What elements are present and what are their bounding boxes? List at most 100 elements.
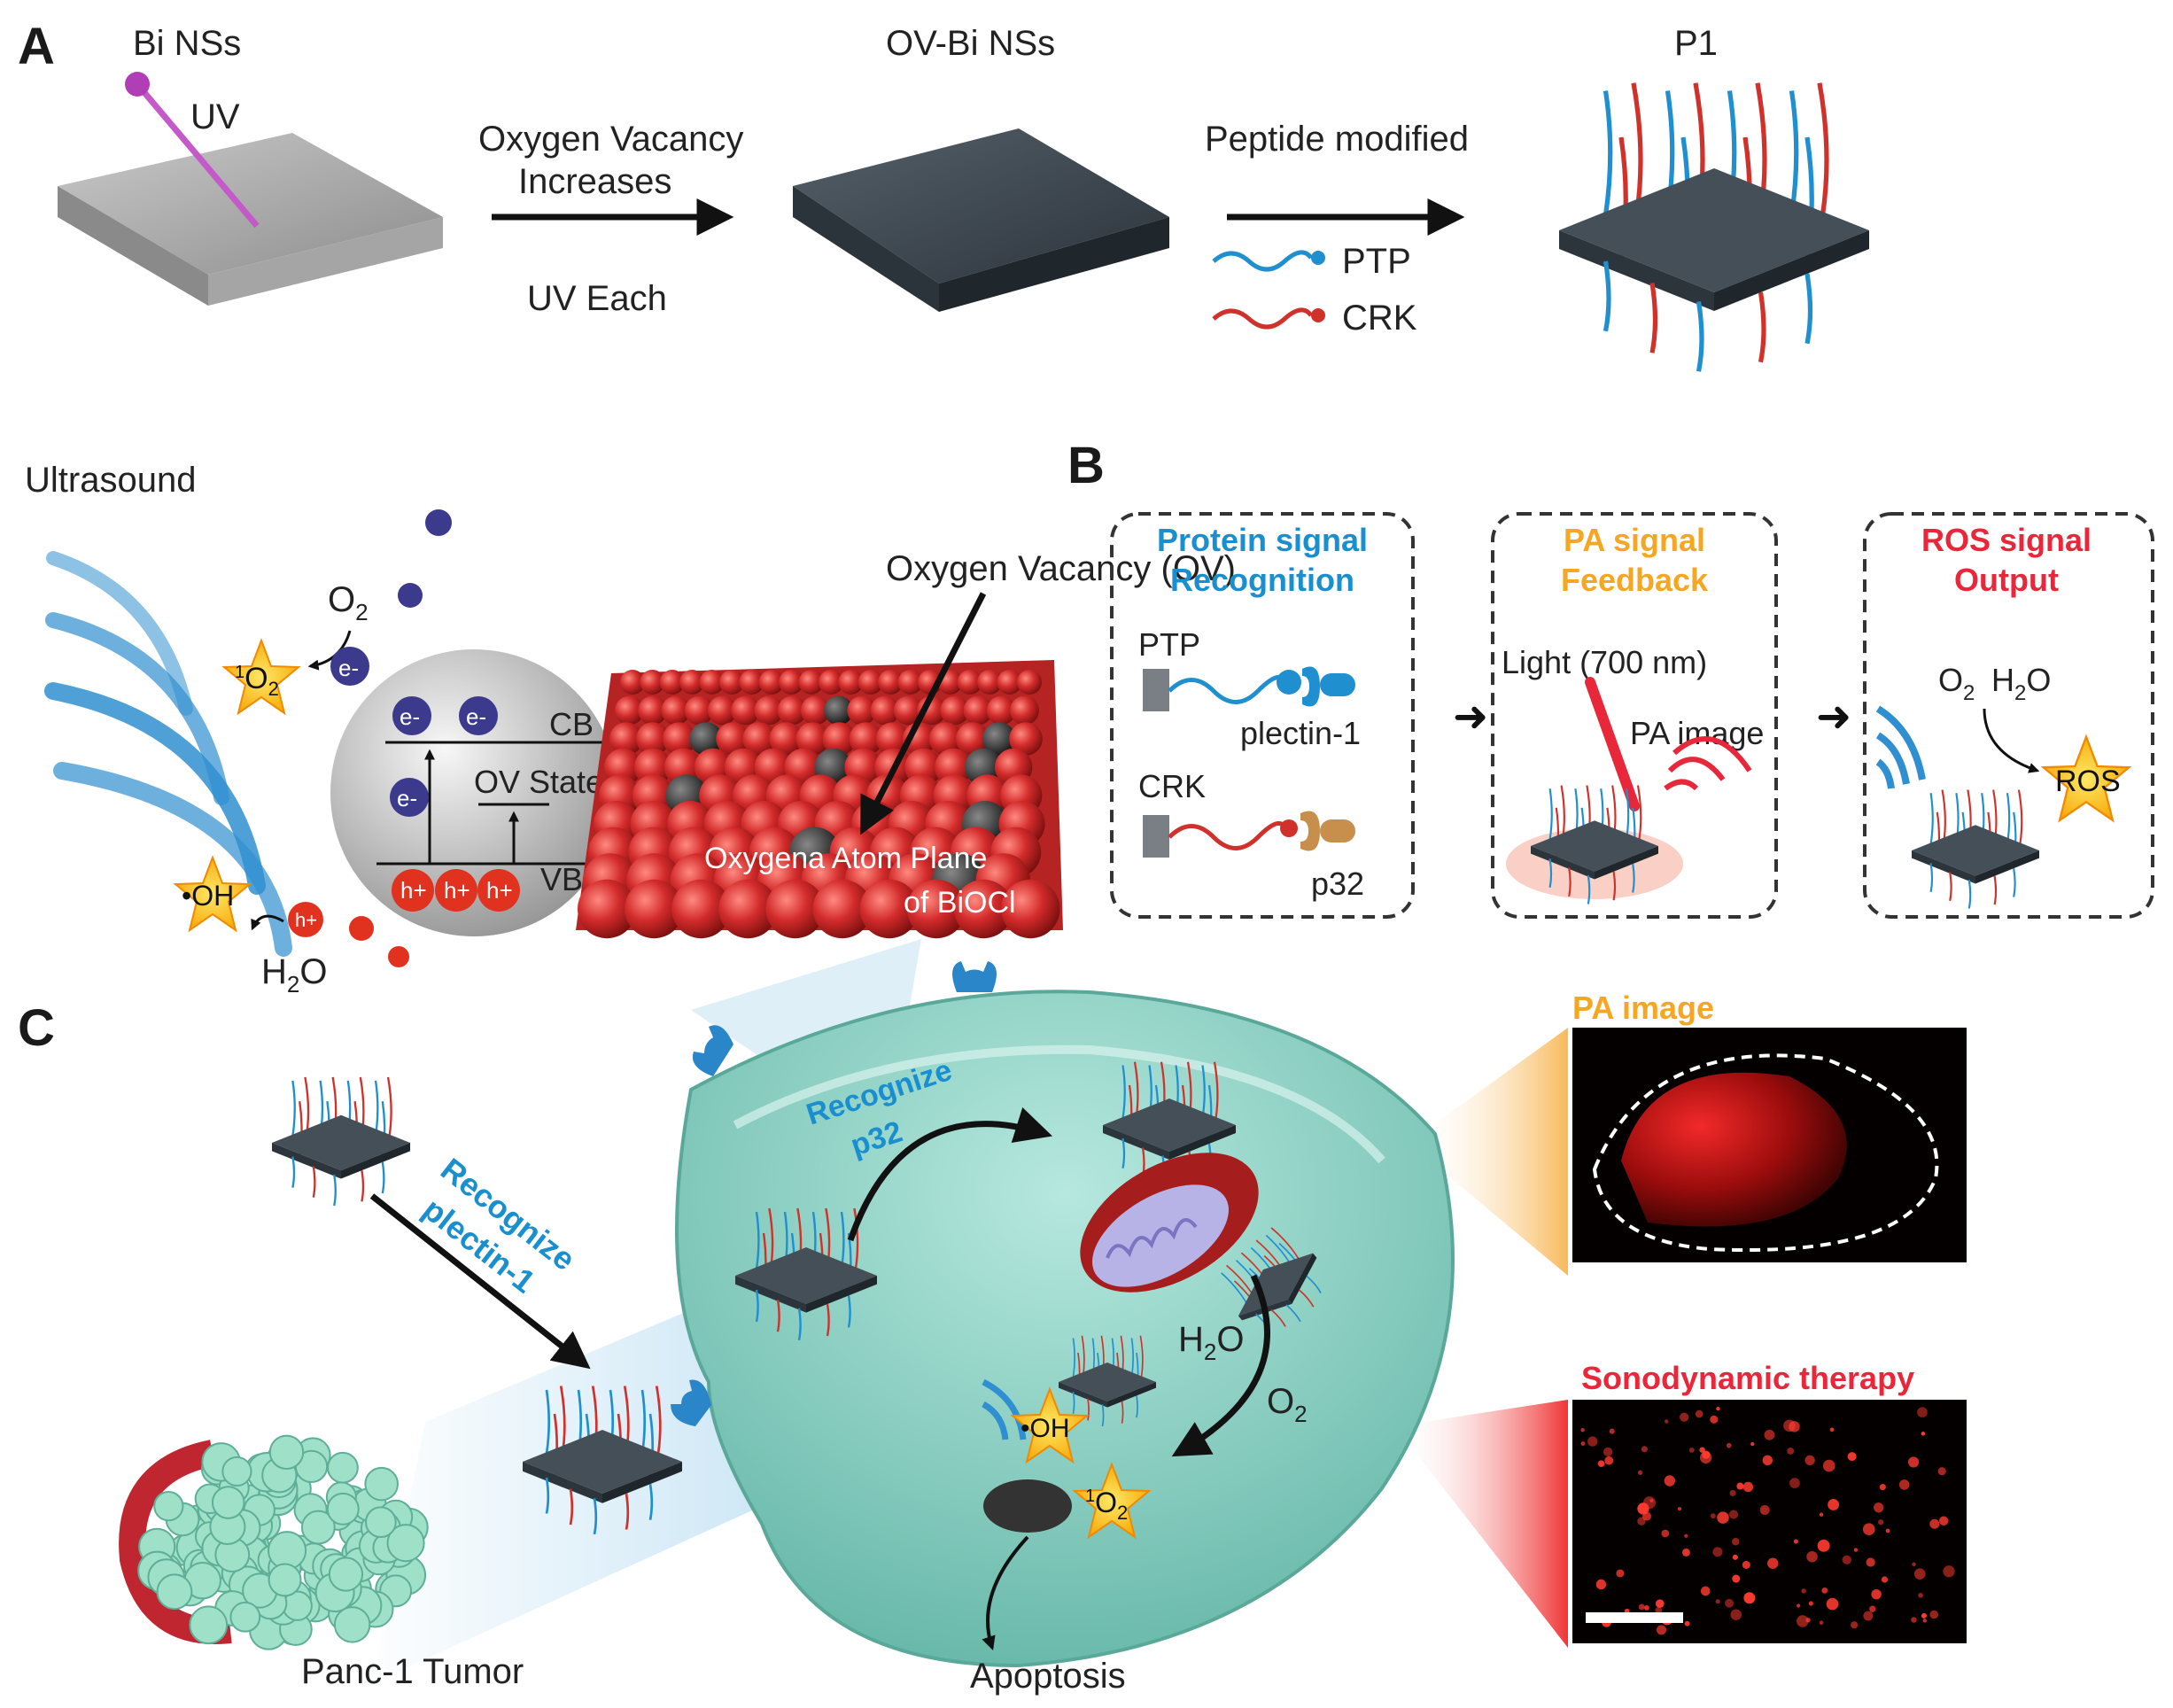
sdt-dot <box>1702 1450 1711 1459</box>
sdt-dot <box>1664 1419 1669 1424</box>
sdt-dot <box>1732 1574 1741 1583</box>
legend-crk-label: CRK <box>1342 299 1417 338</box>
zoom-beam-red <box>1395 1400 1568 1648</box>
floating-electrons <box>330 509 452 686</box>
sdt-dot <box>1829 1427 1835 1432</box>
sdt-dot <box>1921 1612 1927 1619</box>
box1-p32: p32 <box>1311 866 1364 902</box>
box-recognition <box>1110 512 1415 919</box>
plane-atom <box>777 695 807 726</box>
sdt-dot <box>1684 1533 1688 1538</box>
tumor-cell <box>386 1524 425 1563</box>
sdt-dot <box>1595 1579 1607 1590</box>
box1-title-2: Recognition <box>1170 562 1354 598</box>
tumor-cell <box>229 1601 261 1633</box>
legend-ptp-label: PTP <box>1342 242 1411 281</box>
plane-atom <box>679 670 705 695</box>
cb-electron-2: e- <box>466 703 486 730</box>
sdt-dot <box>1655 1607 1663 1614</box>
tumor-cell <box>268 1563 302 1597</box>
panc-1-tumor <box>137 1434 429 1650</box>
c-ultrasound <box>982 1378 1027 1440</box>
plane-atom <box>739 670 764 695</box>
sdt-dot <box>1869 1605 1876 1612</box>
plane-atom <box>795 722 830 756</box>
arrow-ros-generation <box>1171 1274 1270 1457</box>
tumor-cell <box>328 1557 364 1592</box>
plane-atom <box>689 722 723 756</box>
apoptosis-label: Apoptosis <box>970 1657 1126 1696</box>
mitochondrion <box>1080 1153 1259 1293</box>
plane-atom <box>859 879 920 939</box>
sdt-dot <box>1929 1518 1940 1529</box>
uv-probe <box>125 72 260 229</box>
sdt-dot <box>1580 1441 1586 1446</box>
plane-atom <box>897 670 923 695</box>
plane-atom <box>699 670 725 695</box>
bi-nss-label: Bi NSs <box>133 24 241 63</box>
damaged-mitochondrion <box>983 1479 1072 1533</box>
sdt-dot <box>1603 1447 1613 1456</box>
box2-title-2: Feedback <box>1561 562 1709 598</box>
plane-atom <box>928 722 963 756</box>
arrow-recognize-p32 <box>847 1106 1053 1242</box>
plane-atom <box>659 670 685 695</box>
sdt-dot <box>1764 1429 1775 1440</box>
sdt-dot <box>1826 1597 1839 1611</box>
plane-atom <box>633 748 672 787</box>
plane-atom <box>878 670 904 695</box>
tumor-magnet <box>119 1440 232 1644</box>
sdt-dot <box>1726 1442 1732 1448</box>
plane-atom <box>716 722 749 756</box>
sdt-dot <box>1609 1428 1615 1434</box>
sdt-dot <box>1913 1568 1926 1580</box>
box2-title-1: PA signal <box>1564 522 1705 558</box>
plane-atom <box>956 722 989 756</box>
hydroxyl-radical-label: •OH <box>182 880 234 912</box>
ov-title: Oxygen Vacancy (OV) <box>886 549 1236 588</box>
plane-atom <box>893 695 923 726</box>
plane-atom <box>847 695 877 726</box>
plane-label-2: of BiOCl <box>904 886 1016 920</box>
sdt-dot <box>1874 1502 1884 1513</box>
box3-o2: O2 <box>1938 662 1975 705</box>
sdt-dot <box>1710 1415 1719 1424</box>
sdt-dot <box>1712 1547 1723 1557</box>
plane-atom <box>800 695 830 726</box>
sdt-dot <box>1661 1529 1670 1538</box>
sdt-dot <box>1943 1565 1955 1578</box>
tumor-cell <box>333 1606 371 1643</box>
sdt-dot <box>1821 1587 1828 1594</box>
sdt-dot <box>1664 1475 1675 1487</box>
plane-atom <box>858 670 883 695</box>
box3-ultrasound <box>1875 705 1926 789</box>
plane-label-1: Oxygena Atom Plane <box>704 842 987 875</box>
sdt-dot <box>1847 1452 1857 1462</box>
biocl-atom-plane <box>576 660 1063 939</box>
sdt-dot <box>1808 1601 1813 1606</box>
sdt-dot <box>1725 1598 1735 1608</box>
sdt-dot <box>1853 1548 1859 1552</box>
sdt-dot <box>1638 1603 1645 1611</box>
sdt-dot <box>1918 1593 1923 1598</box>
plane-atom <box>824 695 853 726</box>
p1-nanosheet <box>1559 83 1869 372</box>
arrow2-label-top: Peptide modified <box>1205 120 1469 159</box>
sdt-dot <box>1863 1611 1874 1621</box>
sdt-dot <box>1817 1539 1830 1552</box>
plane-atom <box>671 879 731 939</box>
bi-nanosheet <box>58 133 443 306</box>
ov-electron: e- <box>397 785 417 811</box>
panel-a-letter: A <box>18 18 55 75</box>
floating-holes <box>288 902 409 967</box>
c-nanosheet-free <box>270 1075 412 1207</box>
cell-receptors <box>671 961 997 1426</box>
light-beam <box>1585 677 1640 811</box>
tumor-cell <box>268 1434 305 1470</box>
plane-atom <box>707 695 737 726</box>
sdt-dot <box>1871 1588 1882 1600</box>
sdt-dot <box>1767 1557 1779 1569</box>
sdt-dot <box>1731 1538 1740 1546</box>
sdt-dot <box>1750 1441 1755 1447</box>
